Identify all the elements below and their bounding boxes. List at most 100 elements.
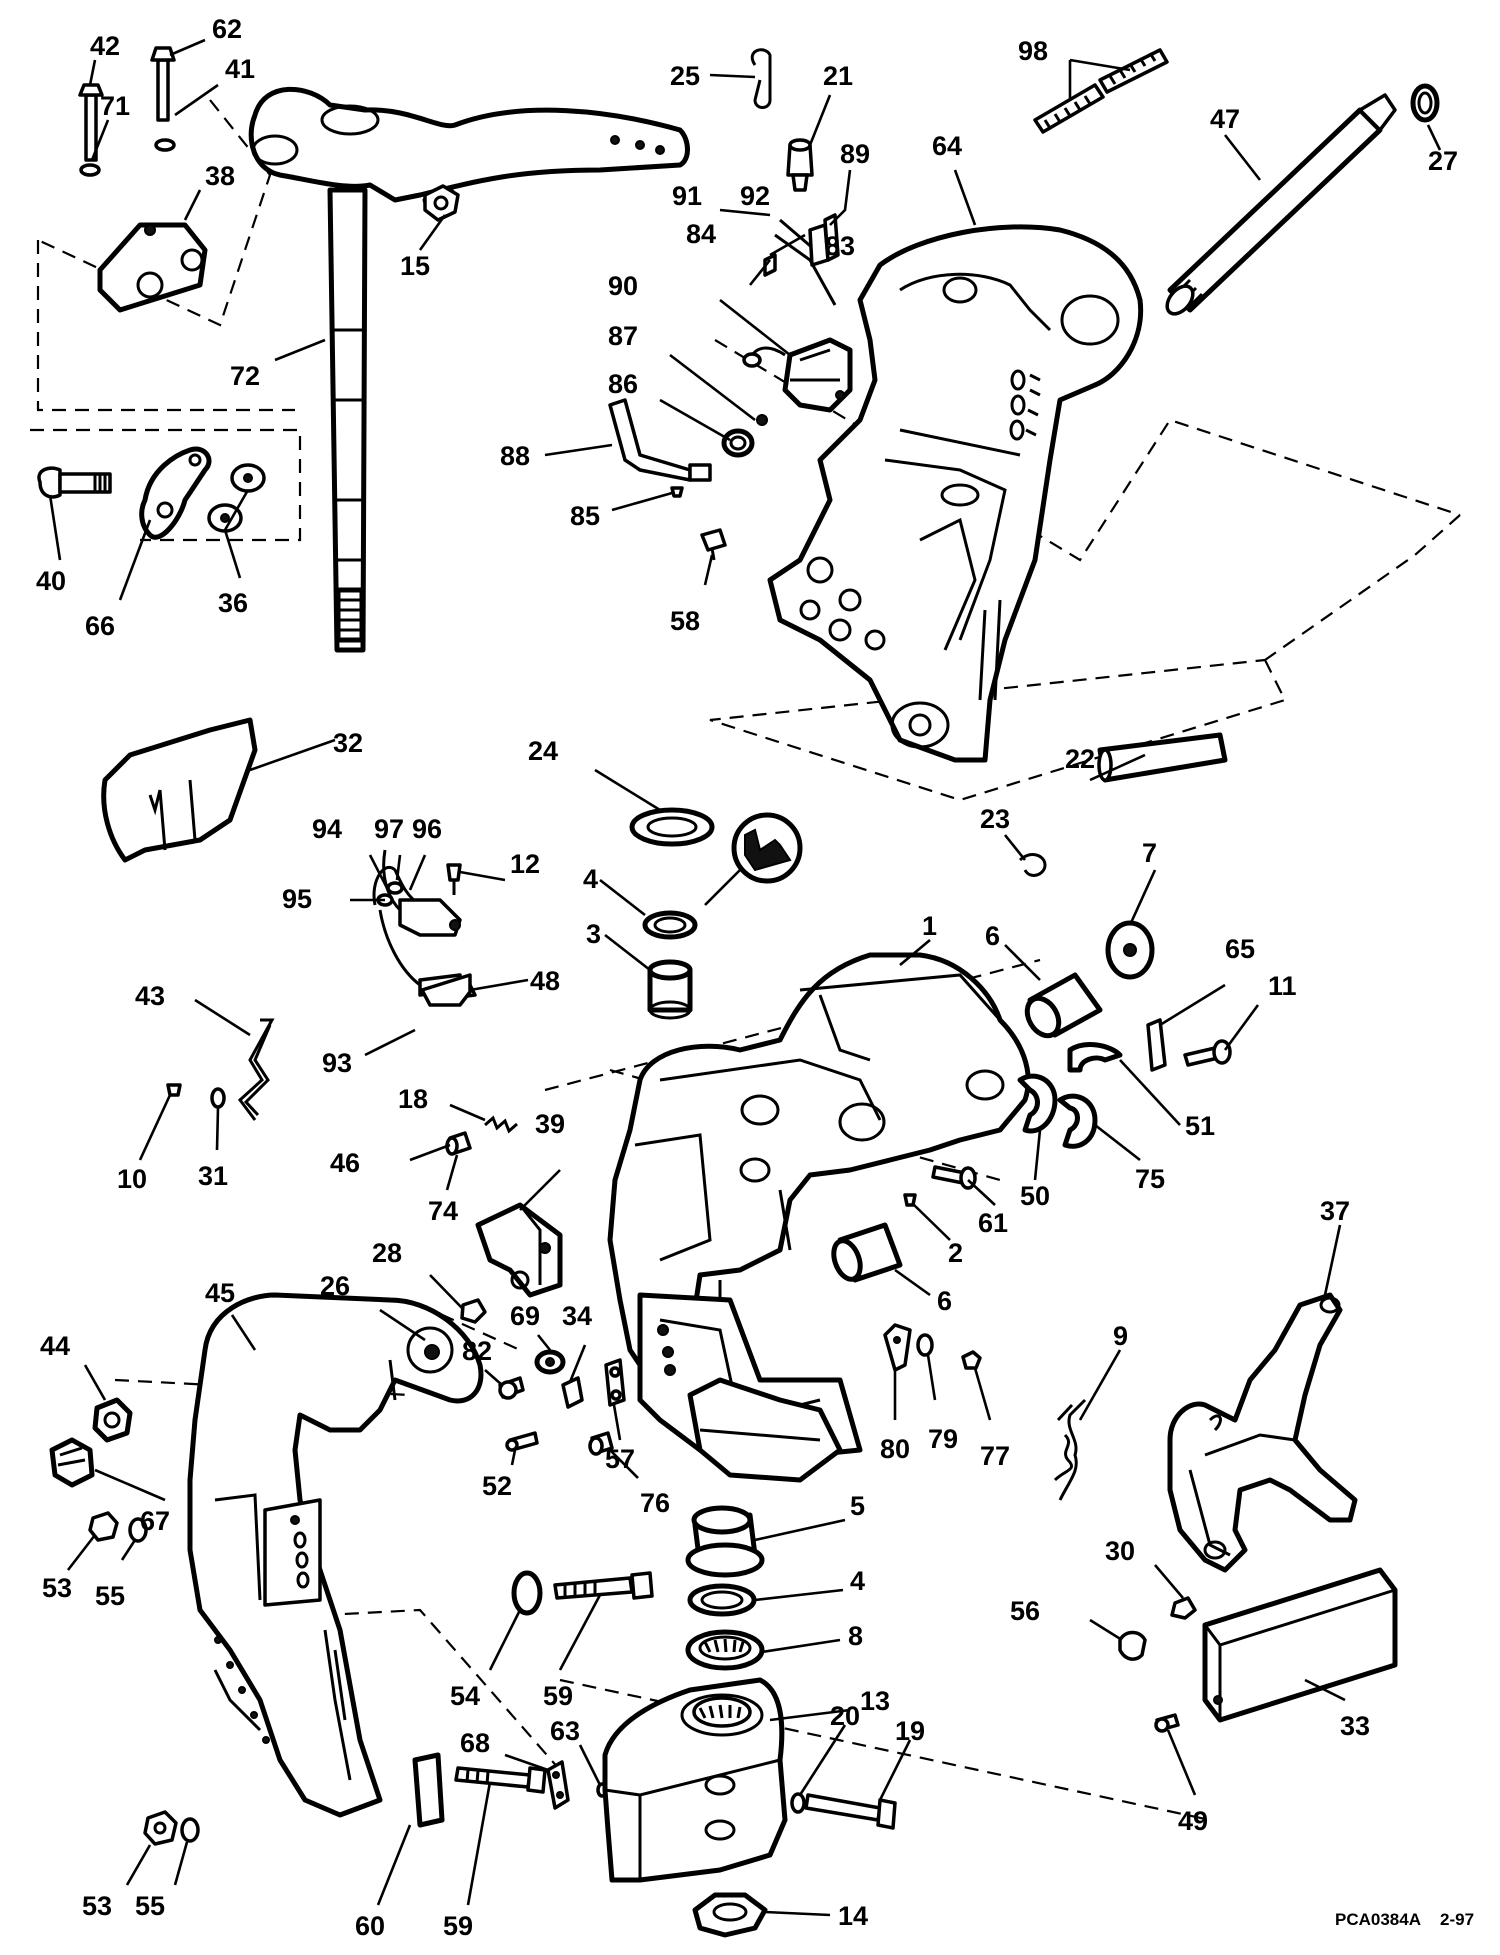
washer-55-upper bbox=[128, 1517, 148, 1543]
callout-82: 82 bbox=[462, 1336, 492, 1366]
callout-52: 52 bbox=[482, 1471, 512, 1501]
callout-68: 68 bbox=[460, 1728, 490, 1758]
clip-43 bbox=[237, 1018, 275, 1121]
callout-87: 87 bbox=[608, 321, 638, 351]
callout-40: 40 bbox=[36, 566, 66, 596]
callout-61: 61 bbox=[978, 1208, 1008, 1238]
callout-66: 66 bbox=[85, 611, 115, 641]
callout-55-upper: 55 bbox=[95, 1581, 125, 1611]
callout-54: 54 bbox=[450, 1681, 480, 1711]
clip-25 bbox=[750, 48, 772, 109]
callout-48: 48 bbox=[530, 966, 560, 996]
swivel-bracket-1 bbox=[607, 952, 1031, 1407]
nut-30 bbox=[1170, 1596, 1197, 1620]
callout-51: 51 bbox=[1185, 1111, 1215, 1141]
callout-30: 30 bbox=[1105, 1536, 1135, 1566]
washer-20 bbox=[790, 1792, 806, 1814]
callout-37: 37 bbox=[1320, 1196, 1350, 1226]
trim-switch-assembly-83 bbox=[742, 213, 853, 426]
anodes-98 bbox=[1033, 48, 1169, 134]
callout-18: 18 bbox=[398, 1084, 428, 1114]
callout-59-lower: 59 bbox=[443, 1911, 473, 1941]
screw-12 bbox=[446, 863, 462, 895]
callout-91: 91 bbox=[672, 181, 702, 211]
callout-88: 88 bbox=[500, 441, 530, 471]
callout-10: 10 bbox=[117, 1164, 147, 1194]
washer-79 bbox=[916, 1333, 934, 1357]
leader-lines bbox=[48, 38, 1442, 1917]
callout-92: 92 bbox=[740, 181, 770, 211]
nut-53-upper bbox=[88, 1511, 119, 1542]
screw-61 bbox=[931, 1165, 977, 1190]
link-57 bbox=[604, 1358, 626, 1407]
stern-bracket-45 bbox=[187, 1292, 484, 1818]
callout-24: 24 bbox=[528, 736, 558, 766]
bracket-80 bbox=[883, 1323, 912, 1372]
callout-76: 76 bbox=[640, 1488, 670, 1518]
bushing-6-upper bbox=[1024, 972, 1103, 1039]
callout-13: 13 bbox=[860, 1686, 890, 1716]
callout-43: 43 bbox=[135, 981, 165, 1011]
seal-4-upper bbox=[642, 910, 698, 940]
callout-38: 38 bbox=[205, 161, 235, 191]
callout-56: 56 bbox=[1010, 1596, 1040, 1626]
bolt-plate-washers-40-66-36 bbox=[37, 446, 266, 540]
nut-28 bbox=[460, 1298, 487, 1324]
callout-63: 63 bbox=[550, 1716, 580, 1746]
callout-15: 15 bbox=[400, 251, 430, 281]
callout-9: 9 bbox=[1113, 1321, 1128, 1351]
callout-33: 33 bbox=[1340, 1711, 1370, 1741]
housing-13 bbox=[602, 1677, 788, 1883]
bushing-6-lower bbox=[831, 1222, 903, 1283]
bolt-59-upper bbox=[553, 1571, 654, 1600]
bushing-5 bbox=[685, 1505, 765, 1578]
callout-26: 26 bbox=[320, 1271, 350, 1301]
callout-20: 20 bbox=[830, 1701, 860, 1731]
washer-7 bbox=[1105, 920, 1155, 980]
callout-41: 41 bbox=[225, 54, 255, 84]
callout-58: 58 bbox=[670, 606, 700, 636]
callout-77: 77 bbox=[980, 1441, 1010, 1471]
callout-4-lower: 4 bbox=[850, 1566, 865, 1596]
screw-11 bbox=[1183, 1039, 1232, 1067]
ring-86 bbox=[721, 428, 755, 458]
washer-24 bbox=[629, 807, 715, 847]
callout-50: 50 bbox=[1020, 1181, 1050, 1211]
seal-cross-section-inset bbox=[731, 812, 803, 884]
callout-5: 5 bbox=[850, 1491, 865, 1521]
nut-53-lower bbox=[143, 1810, 178, 1846]
callout-8: 8 bbox=[848, 1621, 863, 1651]
screw-56 bbox=[1118, 1630, 1147, 1661]
callout-39: 39 bbox=[535, 1109, 565, 1139]
screw-49 bbox=[1154, 1713, 1180, 1733]
anode-33 bbox=[1202, 1567, 1398, 1723]
callout-4-upper: 4 bbox=[583, 864, 598, 894]
callout-85: 85 bbox=[570, 501, 600, 531]
callout-12: 12 bbox=[510, 849, 540, 879]
callout-7: 7 bbox=[1142, 838, 1157, 868]
washer-54 bbox=[511, 1570, 543, 1616]
callout-6-lower: 6 bbox=[937, 1286, 952, 1316]
callout-69: 69 bbox=[510, 1301, 540, 1331]
callout-1: 1 bbox=[922, 911, 937, 941]
callout-45: 45 bbox=[205, 1278, 235, 1308]
bolt-59-lower bbox=[454, 1766, 547, 1794]
callout-86: 86 bbox=[608, 369, 638, 399]
callout-90: 90 bbox=[608, 271, 638, 301]
callout-98: 98 bbox=[1018, 36, 1048, 66]
callout-96: 96 bbox=[412, 814, 442, 844]
callout-93: 93 bbox=[322, 1048, 352, 1078]
callout-74: 74 bbox=[428, 1196, 458, 1226]
lever-88 bbox=[608, 398, 712, 482]
callout-53-upper: 53 bbox=[42, 1573, 72, 1603]
ring-27 bbox=[1410, 83, 1440, 123]
callout-27: 27 bbox=[1428, 146, 1458, 176]
clip-34 bbox=[561, 1376, 584, 1409]
callout-55-lower: 55 bbox=[135, 1891, 165, 1921]
callout-36: 36 bbox=[218, 588, 248, 618]
clip-50 bbox=[1017, 1073, 1058, 1134]
callout-6-upper: 6 bbox=[985, 921, 1000, 951]
seal-4-lower bbox=[687, 1583, 757, 1617]
screw-82 bbox=[498, 1376, 525, 1400]
